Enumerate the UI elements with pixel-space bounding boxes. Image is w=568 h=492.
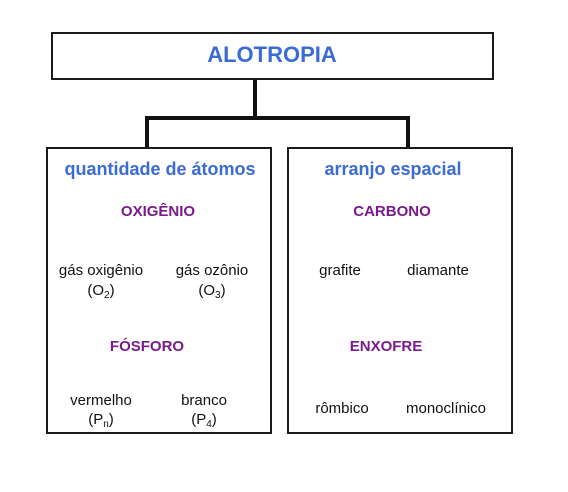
formula-p4: (P4)	[191, 411, 217, 430]
allotrope-diamante: diamante	[407, 262, 469, 279]
allotrope-gas-ozonio: gás ozônio	[175, 262, 249, 279]
allotrope-branco: branco	[181, 392, 227, 409]
left-heading: quantidade de átomos	[64, 159, 256, 179]
title-box	[51, 32, 494, 80]
right-box	[287, 147, 513, 434]
diagram-title: ALOTROPIA	[207, 42, 337, 67]
formula-o2: (O2)	[87, 282, 115, 301]
formula-o3: (O3)	[198, 282, 226, 301]
element-fosforo: FÓSFORO	[109, 338, 185, 355]
allotrope-monoclinico: monoclínico	[405, 400, 487, 417]
allotrope-gas-oxigenio: gás oxigênio	[58, 262, 144, 279]
allotrope-vermelho: vermelho	[70, 392, 132, 409]
allotrope-grafite: grafite	[319, 262, 361, 279]
element-carbono: CARBONO	[353, 203, 431, 220]
allotrope-rombico: rômbico	[315, 400, 369, 417]
right-heading: arranjo espacial	[324, 159, 462, 179]
left-box	[46, 147, 272, 434]
formula-pn: (Pn)	[88, 411, 114, 430]
element-oxigenio: OXIGÊNIO	[120, 203, 196, 220]
element-enxofre: ENXOFRE	[349, 338, 423, 355]
